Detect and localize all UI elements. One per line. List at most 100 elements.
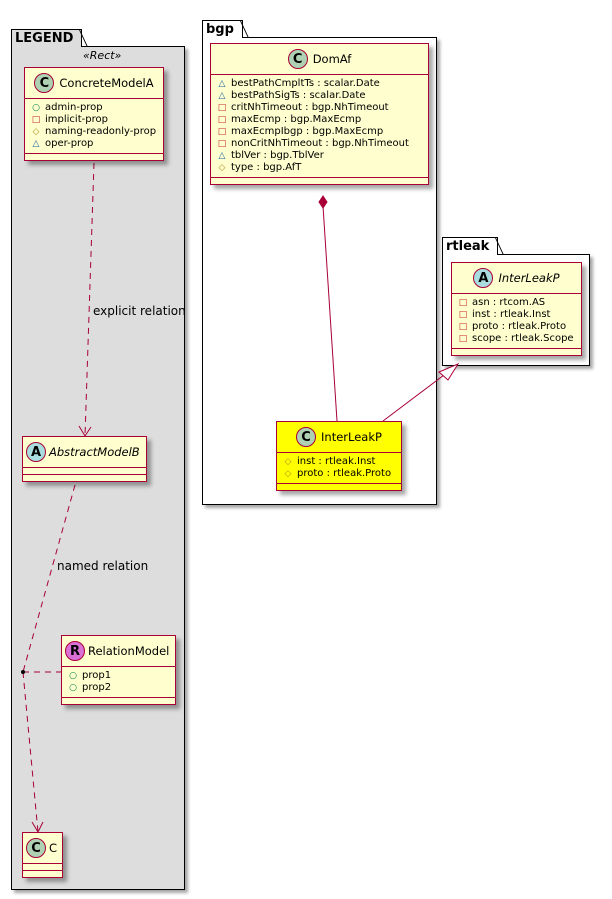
- attributes-section: ◇ inst : rtleak.Inst ◇ proto : rtleak.Pr…: [277, 452, 401, 483]
- attribute-row: □ inst : rtleak.Inst: [458, 309, 575, 321]
- attribute-row: □ maxEcmpIbgp : bgp.MaxEcmp: [217, 126, 422, 138]
- relation-junction-point: [21, 670, 25, 674]
- private-icon: □: [217, 103, 227, 113]
- public-icon: ○: [32, 103, 40, 113]
- attributes-section: ○ admin-prop □ implicit-prop ◇ naming-re…: [25, 98, 163, 153]
- attribute-row: ◇ inst : rtleak.Inst: [283, 456, 395, 468]
- class-name: DomAf: [312, 52, 352, 66]
- private-icon: □: [31, 115, 41, 125]
- private-icon: □: [217, 127, 227, 137]
- methods-section: [25, 153, 163, 160]
- attribute-text: proto : rtleak.Proto: [297, 468, 392, 479]
- class-icon: C: [26, 838, 46, 858]
- relation-model-class[interactable]: R RelationModel ○ prop1 ○ prop2: [61, 635, 176, 705]
- methods-section: [277, 483, 401, 490]
- methods-section: [23, 870, 62, 877]
- private-icon: □: [458, 334, 468, 344]
- methods-section: [23, 474, 146, 481]
- attribute-row: □ critNhTimeout : bgp.NhTimeout: [217, 102, 422, 114]
- attribute-row: □ scope : rtleak.Scope: [458, 333, 575, 345]
- private-icon: □: [217, 115, 227, 125]
- legend-stereotype: «Rect»: [83, 49, 122, 62]
- private-icon: □: [458, 322, 468, 332]
- attribute-text: bestPathSigTs : scalar.Date: [231, 90, 366, 101]
- abstract-model-b-class[interactable]: A AbstractModelB: [22, 436, 147, 482]
- class-name: InterLeakP: [321, 430, 382, 444]
- abstract-class-icon: A: [473, 268, 494, 288]
- attribute-row: ◇ proto : rtleak.Proto: [283, 468, 395, 480]
- bgp-package-title: bgp: [206, 22, 234, 37]
- explicit-relation-label: explicit relation: [93, 304, 186, 318]
- methods-section: [211, 177, 428, 184]
- class-name: InterLeakP: [498, 271, 560, 285]
- attribute-text: prop2: [82, 682, 112, 693]
- attribute-row: ○ prop2: [68, 682, 169, 694]
- attribute-row: ○ prop1: [68, 670, 169, 682]
- attribute-row: △ oper-prop: [31, 138, 157, 150]
- named-relation-line-2: [22, 671, 39, 833]
- generalization-line: [382, 371, 449, 422]
- rtleak-interleakp-class[interactable]: A InterLeakP □ asn : rtcom.AS □ inst : r…: [451, 262, 582, 356]
- class-icon: C: [34, 73, 55, 93]
- class-header: C ConcreteModelA: [25, 68, 163, 98]
- attributes-section: [23, 863, 62, 870]
- public-icon: ○: [69, 683, 77, 693]
- attribute-text: oper-prop: [45, 138, 94, 149]
- private-icon: □: [458, 298, 468, 308]
- attribute-text: prop1: [82, 670, 112, 681]
- named-relation-label: named relation: [57, 559, 149, 573]
- abstract-class-icon: A: [26, 442, 46, 462]
- attribute-row: △ bestPathCmpltTs : scalar.Date: [217, 78, 422, 90]
- attribute-row: ◇ type : bgp.AfT: [217, 162, 422, 174]
- legend-package-tab: LEGEND: [11, 29, 83, 47]
- domaf-class[interactable]: C DomAf △ bestPathCmpltTs : scalar.Date …: [210, 43, 429, 185]
- concrete-model-a-class[interactable]: C ConcreteModelA ○ admin-prop □ implicit…: [24, 67, 164, 161]
- private-icon: □: [458, 310, 468, 320]
- attribute-row: △ bestPathSigTs : scalar.Date: [217, 90, 422, 102]
- attributes-section: [23, 467, 146, 474]
- bgp-interleakp-class[interactable]: C InterLeakP ◇ inst : rtleak.Inst ◇ prot…: [276, 421, 402, 491]
- attribute-text: bestPathCmpltTs : scalar.Date: [231, 78, 380, 89]
- class-c[interactable]: C C: [22, 832, 63, 878]
- private-icon: □: [217, 139, 227, 149]
- package-visibility-icon: △: [218, 91, 226, 101]
- protected-icon: ◇: [284, 469, 292, 479]
- class-header: A InterLeakP: [452, 263, 581, 293]
- attribute-row: △ tblVer : bgp.TblVer: [217, 150, 422, 162]
- bgp-package-tab: bgp: [202, 20, 243, 38]
- class-name: ConcreteModelA: [59, 76, 154, 90]
- attribute-row: □ implicit-prop: [31, 114, 157, 126]
- protected-icon: ◇: [218, 163, 226, 173]
- attribute-text: scope : rtleak.Scope: [472, 333, 574, 344]
- package-visibility-icon: △: [218, 151, 226, 161]
- class-header: A AbstractModelB: [23, 437, 146, 467]
- attribute-row: □ asn : rtcom.AS: [458, 297, 575, 309]
- attribute-text: proto : rtleak.Proto: [472, 321, 567, 332]
- class-name: RelationModel: [88, 644, 170, 658]
- attribute-text: asn : rtcom.AS: [472, 297, 546, 308]
- protected-icon: ◇: [32, 127, 40, 137]
- attribute-row: ◇ naming-readonly-prop: [31, 126, 157, 138]
- attribute-text: maxEcmpIbgp : bgp.MaxEcmp: [231, 126, 384, 137]
- attributes-section: ○ prop1 ○ prop2: [62, 666, 175, 697]
- attribute-text: nonCritNhTimeout : bgp.NhTimeout: [231, 138, 409, 149]
- rtleak-package-title: rtleak: [446, 239, 490, 254]
- attribute-row: ○ admin-prop: [31, 102, 157, 114]
- composition-diamond: [318, 195, 328, 209]
- rtleak-package-tab: rtleak: [442, 237, 499, 255]
- attribute-text: critNhTimeout : bgp.NhTimeout: [231, 102, 389, 113]
- protected-icon: ◇: [284, 457, 292, 467]
- class-name: AbstractModelB: [49, 445, 140, 459]
- attribute-text: maxEcmp : bgp.MaxEcmp: [231, 114, 362, 125]
- public-icon: ○: [69, 671, 77, 681]
- class-icon: C: [296, 427, 317, 447]
- attribute-text: inst : rtleak.Inst: [472, 309, 551, 320]
- methods-section: [452, 348, 581, 355]
- attribute-row: □ maxEcmp : bgp.MaxEcmp: [217, 114, 422, 126]
- attribute-text: tblVer : bgp.TblVer: [231, 150, 324, 161]
- attribute-row: □ proto : rtleak.Proto: [458, 321, 575, 333]
- class-icon: C: [287, 49, 308, 69]
- attributes-section: □ asn : rtcom.AS □ inst : rtleak.Inst □ …: [452, 293, 581, 348]
- explicit-relation-line: [84, 162, 95, 437]
- attribute-text: admin-prop: [45, 102, 103, 113]
